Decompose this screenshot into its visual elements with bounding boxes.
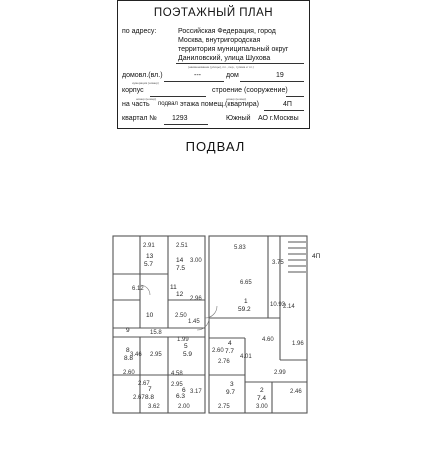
part-text: этажа помещ.(квартира)	[180, 101, 259, 108]
room-number: 3	[230, 381, 234, 388]
address-line-2: Москва, внутригородская	[178, 37, 261, 44]
house-value: ---	[194, 72, 201, 79]
part-label: на часть	[122, 101, 150, 108]
address-line-1: Российская Федерация, город	[178, 28, 276, 35]
room-area: 59.2	[238, 306, 251, 313]
dim-label: 2.95	[171, 382, 183, 388]
dim-label: 2.67	[138, 381, 150, 387]
dim-label: 3.00	[256, 404, 268, 410]
dim-label: 1.99	[177, 337, 189, 343]
dim-label: 4.60	[262, 337, 274, 343]
dom-value: 19	[276, 72, 284, 79]
room-area: 7.7	[225, 348, 234, 355]
room-number: 4	[228, 340, 232, 347]
dim-label: 2.00	[178, 404, 190, 410]
dim-label: 6.65	[240, 280, 252, 286]
dim-label: 15.8	[150, 330, 162, 336]
room-number: 14	[176, 257, 184, 264]
dim-label: 2.91	[143, 243, 155, 249]
dim-label: 4.58	[171, 371, 183, 377]
district-suffix: АО г.Москвы	[258, 115, 299, 122]
part-rule	[264, 110, 304, 111]
room-number: 12	[176, 291, 184, 298]
room-area: 6.3	[176, 393, 185, 400]
dim-label: 2.50	[175, 313, 187, 319]
house-rule	[164, 81, 224, 82]
door-swings	[139, 284, 218, 331]
part-value: подвал	[158, 101, 178, 107]
address-hint: (наименование (улицы), пл., пер., тупика…	[188, 65, 254, 69]
plan-walls	[112, 235, 308, 414]
address-label: по адресу:	[122, 28, 157, 35]
stroenie-hint: номер (номер)	[226, 97, 247, 101]
plan-room-labels: 13 5.7 14 7.5 1 59.2 12 10 8 8.8 5 5.9 4…	[124, 253, 266, 402]
part-number: 4П	[283, 101, 292, 108]
dim-label: 3.62	[148, 404, 160, 410]
dim-label: 4.01	[240, 354, 252, 360]
dim-label: 3.46	[130, 352, 142, 358]
dim-label: 1.96	[292, 341, 304, 347]
dim-label: 1.45	[188, 319, 200, 325]
address-line-3: территория муниципальный округ	[178, 46, 289, 53]
dom-rule	[240, 81, 304, 82]
room-number: 11	[170, 284, 177, 291]
room-area: 7.4	[257, 395, 266, 402]
room-number: 7	[148, 386, 152, 393]
dim-label: 6.12	[132, 286, 144, 292]
house-hint: нумерация (номер)	[132, 81, 159, 85]
house-label: домовл.(вл.)	[122, 72, 163, 79]
korpus-rule	[150, 96, 206, 97]
room-area: 9.7	[226, 389, 235, 396]
dim-label: 2.76	[218, 359, 230, 365]
stroenie-label: строение (сооружение)	[212, 87, 288, 94]
dim-label: 2.46	[290, 389, 302, 395]
dim-label: 2.75	[218, 404, 230, 410]
title-block: ПОЭТАЖНЫЙ ПЛАН по адресу: Российская Фед…	[117, 0, 310, 129]
right-block-outline	[208, 235, 308, 414]
dim-label: 2.14	[283, 304, 295, 310]
dim-label: 2.99	[274, 370, 286, 376]
room-number: 6	[182, 387, 186, 394]
korpus-label: корпус	[122, 87, 144, 94]
entrance-label: 4П	[312, 253, 321, 260]
kvartal-rule	[164, 124, 208, 125]
dim-label: 3.17	[190, 389, 202, 395]
room-area: 5.7	[144, 261, 153, 268]
room-number: 5	[184, 343, 188, 350]
stroenie-rule	[286, 96, 304, 97]
kvartal-value: 1293	[172, 115, 188, 122]
room-number: 9	[126, 327, 130, 334]
dim-label: 10.93	[270, 302, 286, 308]
dim-label: 3.00	[190, 258, 202, 264]
dim-label: 2.51	[176, 243, 188, 249]
room-number: 1	[244, 298, 248, 305]
room-area: 8.8	[145, 394, 154, 401]
room-area: 8.8	[124, 355, 133, 362]
dim-label: 2.96	[190, 296, 202, 302]
room-area: 7.5	[176, 265, 185, 272]
dim-label: 2.60	[123, 370, 135, 376]
dom-label: дом	[226, 72, 239, 79]
dim-label: 2.67	[133, 395, 145, 401]
room-number: 10	[146, 312, 154, 319]
district-value: Южный	[226, 115, 251, 122]
address-rule	[176, 63, 304, 64]
dim-label: 5.83	[234, 245, 246, 251]
room-number: 2	[260, 387, 264, 394]
kvartal-label: квартал №	[122, 115, 157, 122]
room-number: 13	[146, 253, 154, 260]
room-area: 5.9	[183, 351, 192, 358]
room-number: 8	[126, 347, 130, 354]
title-block-heading: ПОЭТАЖНЫЙ ПЛАН	[153, 7, 274, 19]
korpus-hint: номер (номер)	[136, 97, 157, 101]
address-line-4: Даниловский, улица Шухова	[178, 55, 271, 62]
dim-label: 2.60	[212, 348, 224, 354]
left-block-outline	[112, 235, 206, 414]
dim-label: 2.95	[150, 352, 162, 358]
dim-label: 3.75	[272, 260, 284, 266]
plan-dimensions: 2.91 2.51 5.83 3.75 6.65 3.00 6.12 2.96 …	[123, 243, 304, 410]
plan-heading: ПОДВАЛ	[185, 139, 246, 154]
